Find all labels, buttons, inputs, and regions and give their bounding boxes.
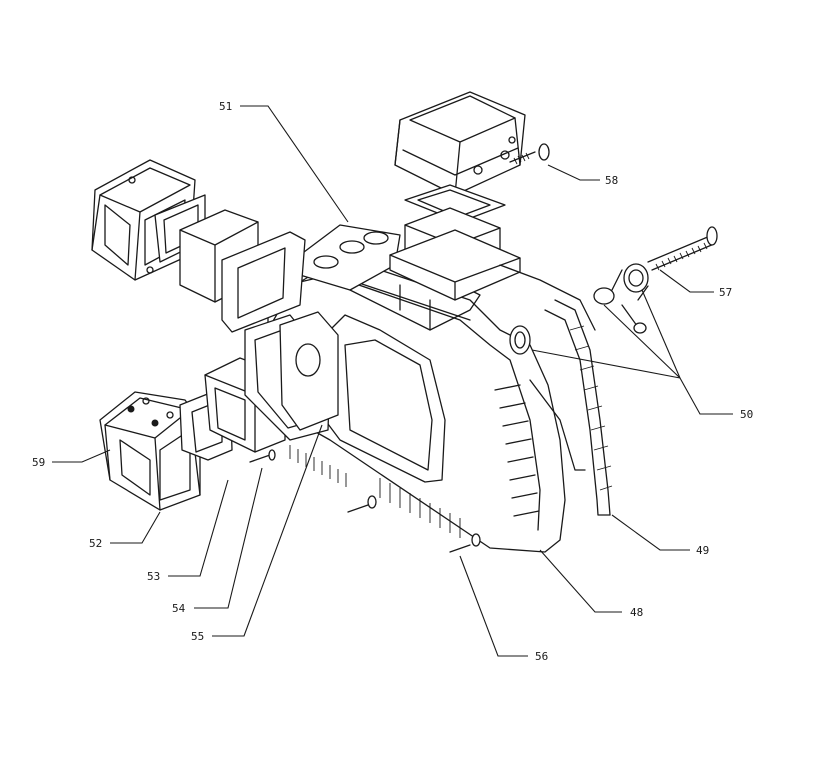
side-gasket-strip-part-49: [544, 299, 613, 516]
callout-48-label: 48: [630, 606, 643, 619]
callout-52-label: 52: [89, 537, 102, 550]
callout-51-label: 51: [219, 100, 232, 113]
screws-part-56: [249, 449, 481, 553]
callout-58-label: 58: [605, 174, 618, 187]
callout-56-label: 56: [535, 650, 548, 663]
main-housing-part-48: [267, 249, 566, 553]
side-panel: [499, 264, 596, 471]
callout-54: 54: [172, 467, 263, 615]
callout-56: 56: [459, 555, 548, 663]
callout-49: 49: [611, 514, 709, 557]
laser-module: [279, 311, 339, 431]
callout-57-label: 57: [719, 286, 732, 299]
callout-58: 58: [547, 164, 618, 187]
top-lens-cap: [394, 91, 526, 196]
knob-assembly-part-50: [509, 263, 649, 355]
callout-53: 53: [147, 479, 229, 583]
callout-59: 59: [32, 449, 111, 469]
callout-53-label: 53: [147, 570, 160, 583]
callout-54-label: 54: [172, 602, 186, 615]
callout-52: 52: [89, 511, 161, 550]
callout-57: 57: [659, 269, 732, 299]
callout-51: 51: [219, 100, 349, 223]
callout-50-label: 50: [740, 408, 753, 421]
rear-window-frame: [221, 231, 306, 333]
callout-55: 55: [191, 424, 323, 643]
callout-49-label: 49: [696, 544, 709, 557]
callout-48: 48: [539, 549, 643, 619]
screw-part-58: [509, 143, 550, 165]
callout-50: 50: [531, 289, 753, 421]
callout-59-label: 59: [32, 456, 45, 469]
callout-55-label: 55: [191, 630, 204, 643]
long-bolt-part-57: [647, 226, 718, 271]
